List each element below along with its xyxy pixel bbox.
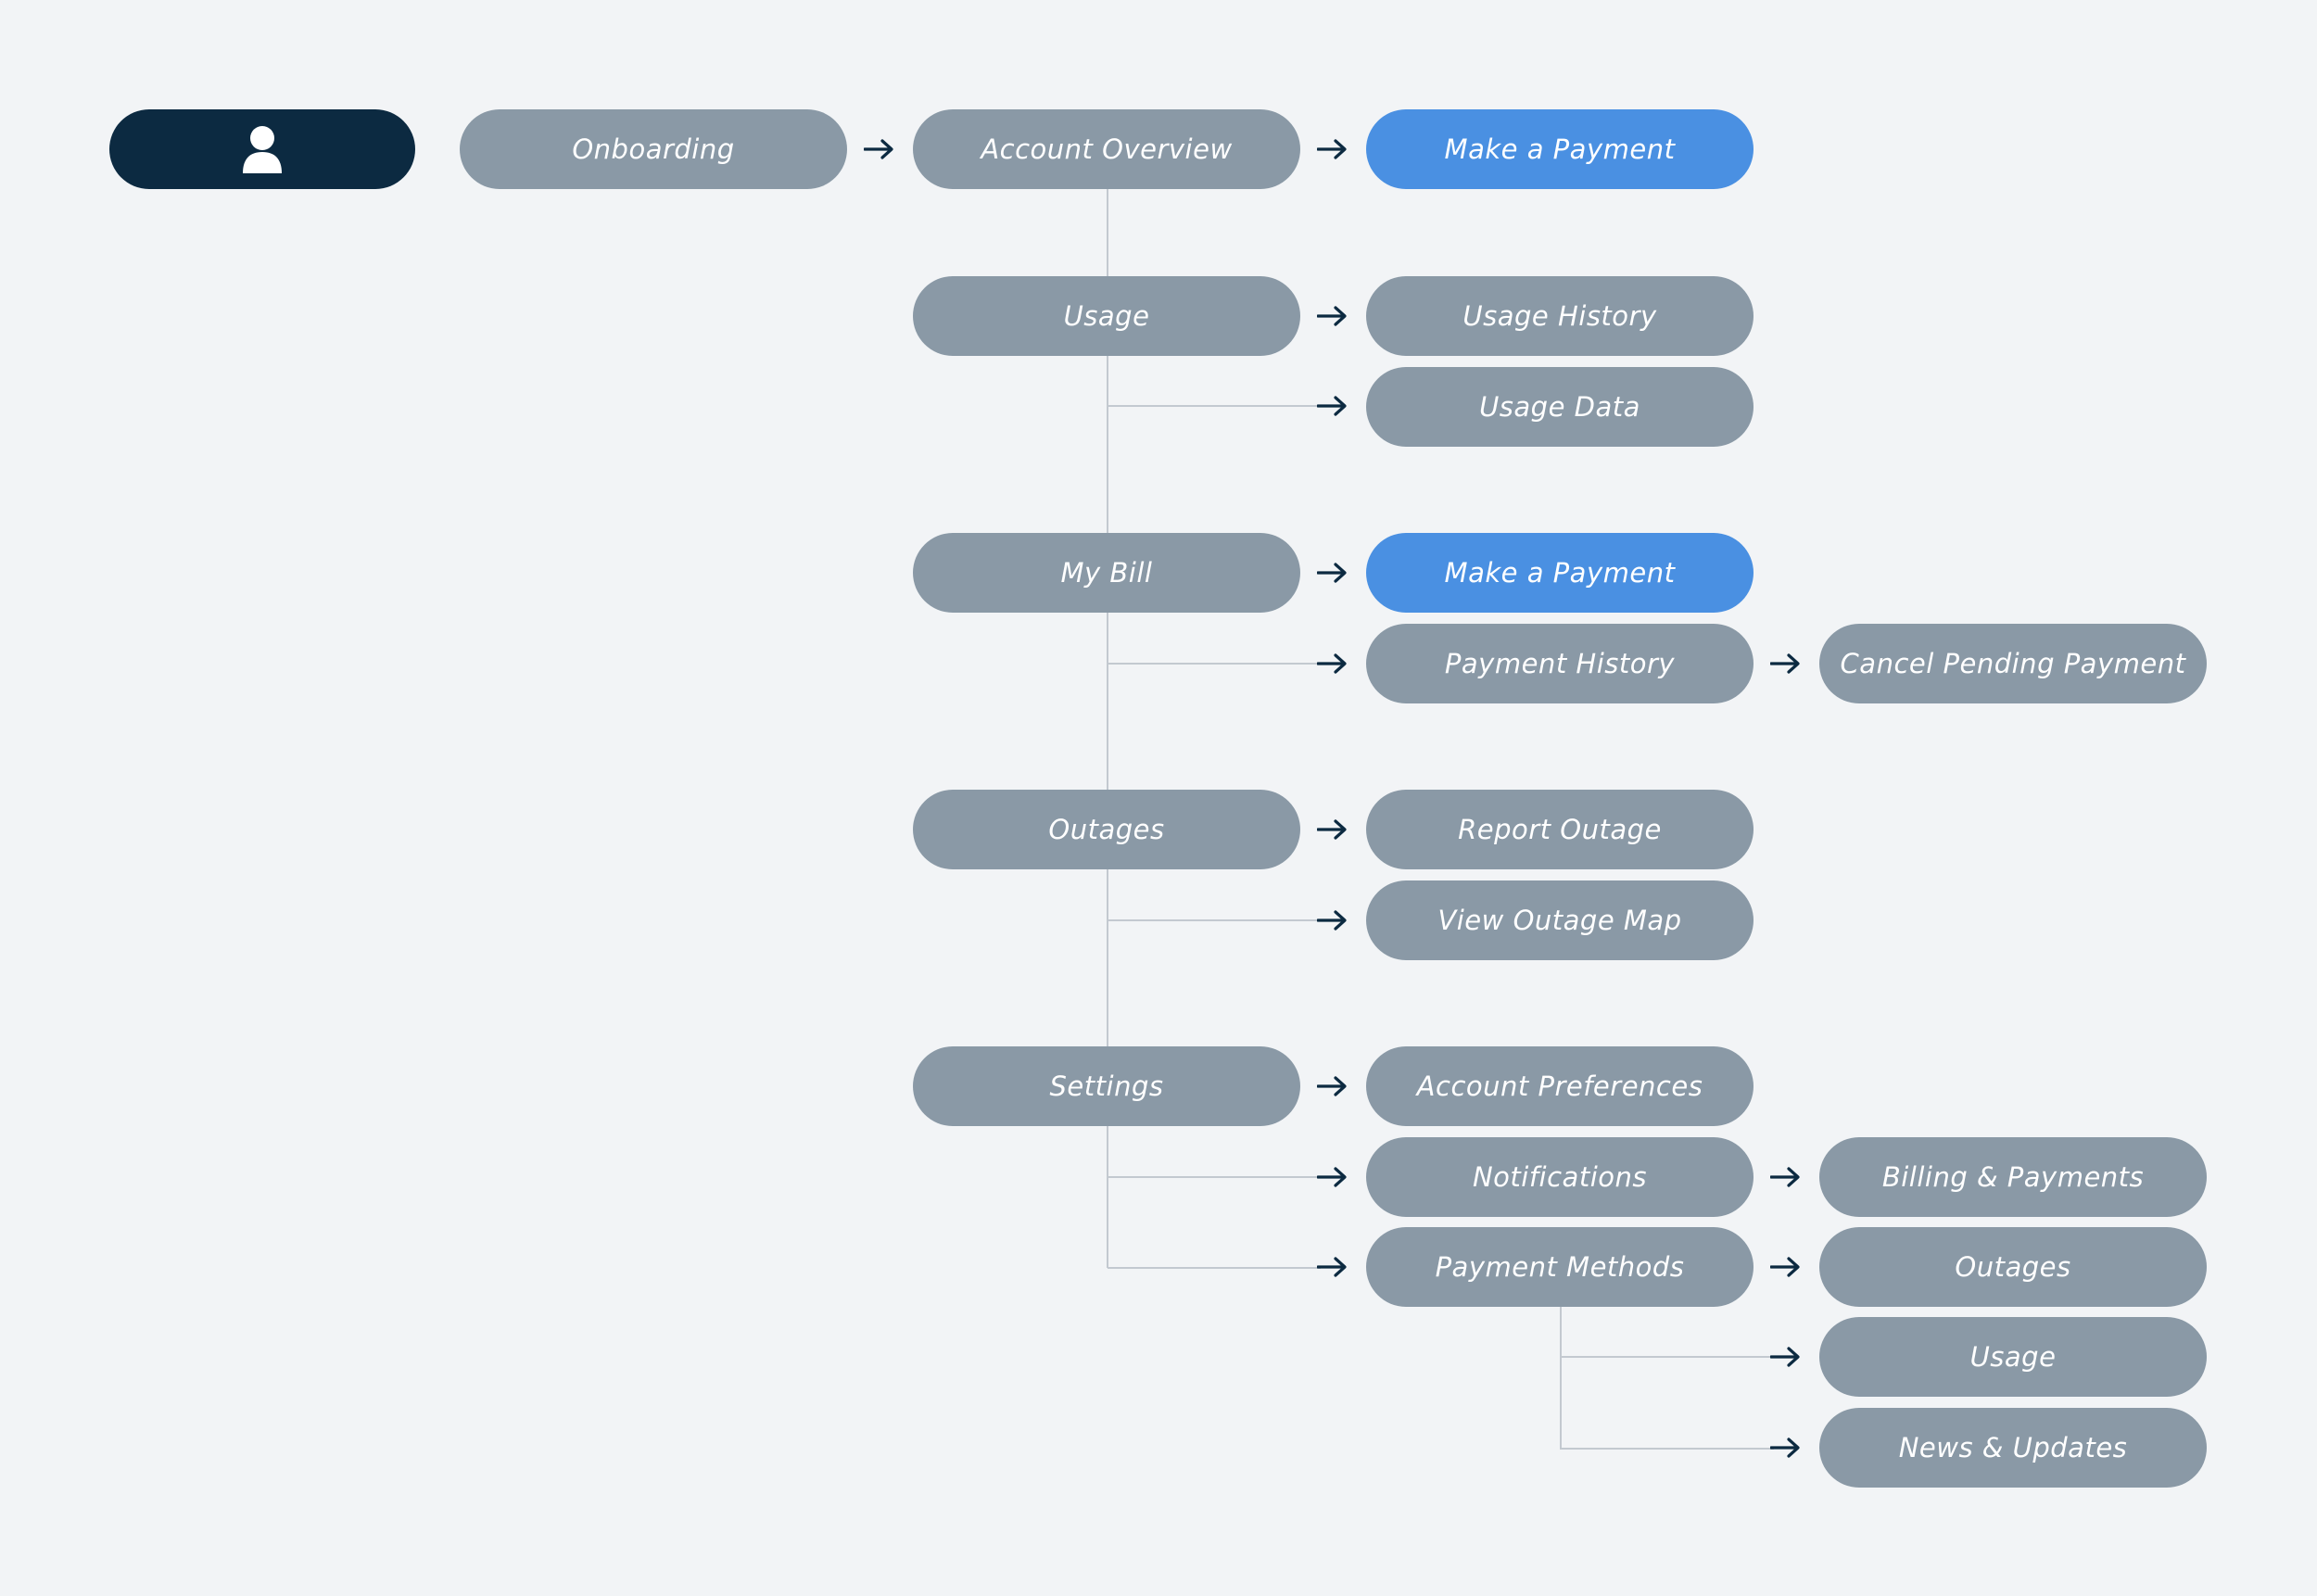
connector-notifications [1108, 1176, 1321, 1178]
node-usage-history[interactable]: Usage History [1366, 276, 1754, 356]
arrow-right-icon [1317, 1075, 1348, 1097]
arrow-right-icon [1770, 1166, 1802, 1188]
connector-main-trunk [1107, 189, 1108, 1268]
node-pm-outages[interactable]: Outages [1819, 1227, 2207, 1307]
node-usage-data[interactable]: Usage Data [1366, 367, 1754, 447]
user-icon [243, 126, 282, 173]
arrow-right-icon [1770, 652, 1802, 675]
node-my-bill[interactable]: My Bill [913, 533, 1300, 613]
connector-payment-history [1108, 663, 1321, 665]
arrow-right-icon [864, 138, 895, 160]
node-payment-history[interactable]: Payment History [1366, 624, 1754, 703]
node-onboarding[interactable]: Onboarding [460, 109, 847, 189]
node-report-outage[interactable]: Report Outage [1366, 790, 1754, 869]
node-make-payment-bill[interactable]: Make a Payment [1366, 533, 1754, 613]
connector-usage-data [1108, 405, 1321, 407]
arrow-right-icon [1317, 305, 1348, 327]
user-node[interactable] [109, 109, 415, 189]
node-pm-news-updates[interactable]: News & Updates [1819, 1408, 2207, 1488]
arrow-right-icon [1317, 1166, 1348, 1188]
node-notifications[interactable]: Notifications [1366, 1137, 1754, 1217]
node-billing-payments[interactable]: Billing & Payments [1819, 1137, 2207, 1217]
node-view-outage-map[interactable]: View Outage Map [1366, 880, 1754, 960]
arrow-right-icon [1317, 818, 1348, 841]
node-pm-usage[interactable]: Usage [1819, 1317, 2207, 1397]
node-settings[interactable]: Settings [913, 1046, 1300, 1126]
connector-pm-usage [1561, 1356, 1774, 1358]
arrow-right-icon [1317, 652, 1348, 675]
node-account-overview[interactable]: Account Overview [913, 109, 1300, 189]
arrow-right-icon [1317, 1256, 1348, 1278]
node-payment-methods[interactable]: Payment Methods [1366, 1227, 1754, 1307]
connector-view-outage-map [1108, 919, 1321, 921]
node-make-payment-top[interactable]: Make a Payment [1366, 109, 1754, 189]
arrow-right-icon [1770, 1346, 1802, 1368]
arrow-right-icon [1317, 138, 1348, 160]
arrow-right-icon [1317, 909, 1348, 931]
arrow-right-icon [1770, 1256, 1802, 1278]
node-usage[interactable]: Usage [913, 276, 1300, 356]
node-cancel-pending-payment[interactable]: Cancel Pending Payment [1819, 624, 2207, 703]
node-account-preferences[interactable]: Account Preferences [1366, 1046, 1754, 1126]
node-outages[interactable]: Outages [913, 790, 1300, 869]
arrow-right-icon [1317, 395, 1348, 417]
connector-payment-methods-trunk [1560, 1305, 1562, 1450]
arrow-right-icon [1770, 1437, 1802, 1459]
connector-pm-news [1561, 1448, 1774, 1450]
arrow-right-icon [1317, 562, 1348, 584]
connector-payment-methods [1108, 1267, 1321, 1269]
